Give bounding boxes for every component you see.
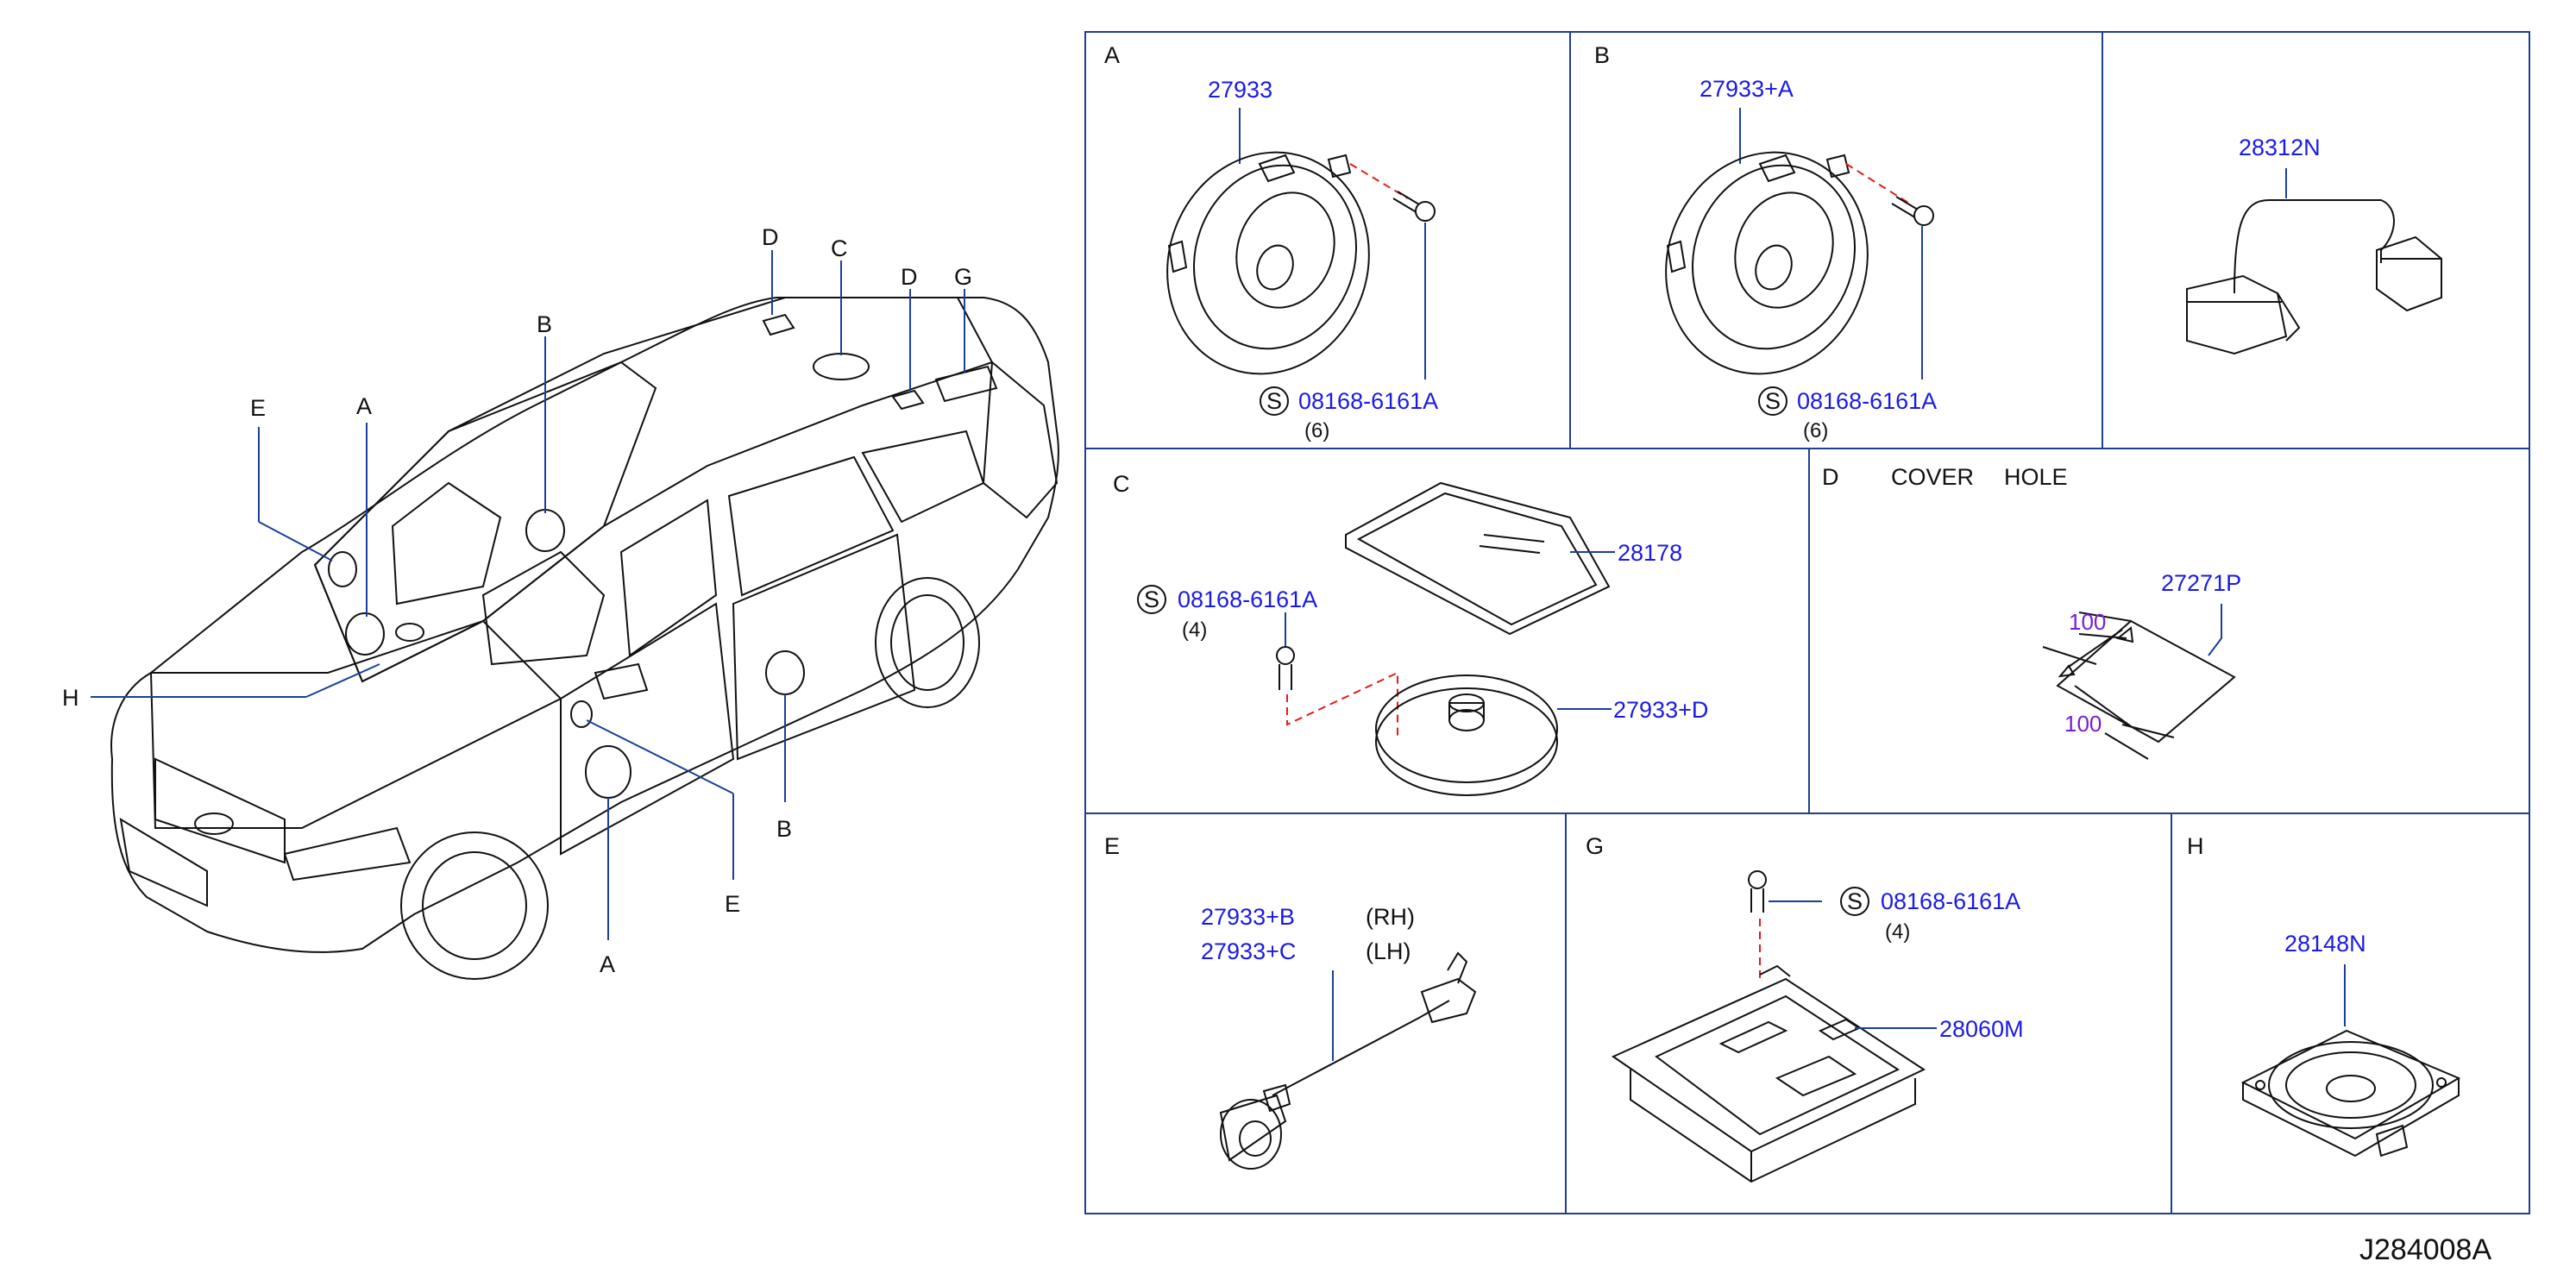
panel-c-screw <box>1276 646 1295 690</box>
panel-d-title-hole: HOLE <box>2004 464 2068 490</box>
panel-h-part-number: 28148N <box>2284 931 2366 957</box>
panel-c-speaker <box>1375 675 1558 796</box>
panel-g-amplifier <box>1611 964 1926 1183</box>
panel-g: G S 08168-6161A (4) 28060M <box>1586 833 2024 1183</box>
panel-c-label: C <box>1113 471 1130 497</box>
callout-h: H <box>62 685 79 711</box>
panel-c-speaker-part-number: 27933+D <box>1613 697 1708 723</box>
panel-d: D COVER HOLE 27271P 100 100 <box>1822 464 2241 760</box>
callout-b-bottom: B <box>776 816 792 842</box>
panel-c-screw-symbol: S <box>1144 587 1159 612</box>
panel-b-qty: (6) <box>1803 419 1828 442</box>
panel-e-label: E <box>1104 833 1120 859</box>
panel-a-label: A <box>1104 42 1120 68</box>
panel-b-screw <box>1891 196 1934 226</box>
panel-a-screw-number: 08168-6161A <box>1298 388 1438 414</box>
panel-e-lh: (LH) <box>1366 938 1411 964</box>
panel-b-screw-number: 08168-6161A <box>1797 388 1937 414</box>
panel-a-screw-symbol: S <box>1266 388 1282 414</box>
panel-e: E 27933+B (RH) 27933+C (LH) <box>1104 833 1477 1170</box>
panel-d-dimension-2: 100 <box>2064 711 2102 737</box>
panel-h-tweeter <box>2240 1029 2461 1158</box>
panel-g-screw <box>1748 870 1767 913</box>
panel-b-label: B <box>1594 42 1610 68</box>
panel-c-cover-part-number: 28178 <box>1618 540 1682 566</box>
callout-c: C <box>831 235 848 261</box>
panel-a: A 27933 S 08168-6161A (6) <box>1104 42 1438 442</box>
panel-a-qty: (6) <box>1304 419 1329 442</box>
panel-c-cover-plate <box>1345 481 1611 636</box>
callout-a-top: A <box>356 393 372 419</box>
panel-a-part-number: 27933 <box>1208 77 1272 103</box>
drawing-code: J284008A <box>2359 1233 2491 1266</box>
panel-e-part-lh: 27933+C <box>1201 938 1296 964</box>
panel-e-harness <box>1219 951 1477 1170</box>
panel-a-speaker <box>1166 151 1370 375</box>
panel-c-qty: (4) <box>1182 618 1207 642</box>
callout-d-left: D <box>762 224 779 250</box>
panel-b: B 27933+A S 08168-6161A (6) <box>1594 42 1937 442</box>
panel-g-screw-number: 08168-6161A <box>1881 888 2020 914</box>
callout-d-right: D <box>901 264 918 290</box>
callout-b-top: B <box>537 311 552 337</box>
callout-a-bottom: A <box>600 951 615 977</box>
panel-h: H 28148N <box>2187 833 2461 1158</box>
panel-d-title-cover: COVER <box>1891 464 1974 490</box>
panel-g-screw-symbol: S <box>1847 888 1863 914</box>
panel-g-part-number: 28060M <box>1939 1016 2024 1042</box>
panel-b-speaker <box>1665 151 1869 375</box>
panel-antenna-module: 28312N <box>2186 135 2442 355</box>
panel-b-part-number: 27933+A <box>1700 76 1794 102</box>
callout-g: G <box>954 264 972 290</box>
panel-d-part-number: 27271P <box>2161 570 2241 596</box>
panel-h-label: H <box>2187 833 2204 859</box>
panel-g-qty: (4) <box>1885 920 1910 944</box>
panel-d-label: D <box>1822 464 1839 490</box>
panel-c-screw-number: 08168-6161A <box>1178 587 1317 612</box>
callout-e-bottom: E <box>725 891 740 917</box>
panel-g-label: G <box>1586 833 1604 859</box>
panel-b-screw-symbol: S <box>1765 388 1781 414</box>
panel-module-part-number: 28312N <box>2239 135 2321 160</box>
callout-e-top: E <box>250 395 266 421</box>
panel-a-screw <box>1392 191 1436 222</box>
panel-e-part-rh: 27933+B <box>1201 904 1295 930</box>
panel-grid <box>1084 31 2530 1214</box>
panel-d-dimension-1: 100 <box>2069 609 2106 635</box>
car-leaders <box>91 250 965 940</box>
panel-c: C 28178 S 08168-6161A (4) 27933+D <box>1113 471 1708 796</box>
panel-e-rh: (RH) <box>1366 904 1415 930</box>
